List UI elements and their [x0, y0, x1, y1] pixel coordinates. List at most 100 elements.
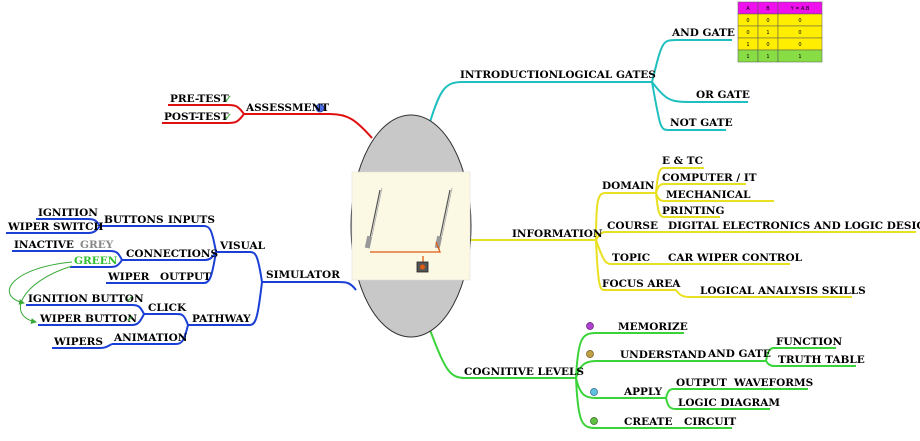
assessment-bullet-icon [315, 103, 325, 113]
etc-connector [655, 167, 704, 194]
focus-value-connector [675, 289, 852, 298]
wiper-label[interactable]: WIPER [107, 271, 150, 283]
truth-table-cell-text: 0 [746, 18, 749, 24]
ignition-connector [36, 218, 101, 227]
visual-label[interactable]: VISUAL [219, 240, 266, 252]
truth-table-cell-text: 0 [798, 42, 801, 48]
not-gate-label[interactable]: NOT GATE [670, 117, 733, 129]
truth-table-header-text: Y = A.B [790, 6, 810, 12]
domain-label[interactable]: DOMAIN [602, 180, 655, 192]
connections-label[interactable]: CONNECTIONS [126, 248, 218, 260]
ignition-button-label[interactable]: IGNITION BUTTON [28, 293, 144, 305]
course-connector [595, 231, 662, 241]
understand-and-gate-label[interactable]: AND GATE [707, 348, 771, 360]
memorize-label[interactable]: MEMORIZE [618, 321, 688, 333]
green-to-wiper-arrow [19, 265, 73, 324]
truth-table-connector [765, 360, 856, 367]
grey-label[interactable]: GREY [80, 239, 114, 251]
introduction-label[interactable]: INTRODUCTION [460, 69, 559, 81]
post-test-label[interactable]: POST-TEST [164, 111, 229, 123]
output-label[interactable]: OUTPUT [676, 377, 727, 389]
green-connector [70, 259, 123, 268]
domain-item-mechanical[interactable]: MECHANICAL [666, 189, 751, 201]
green-label[interactable]: GREEN [74, 255, 118, 267]
logic-diagram-label[interactable]: LOGIC DIAGRAM [678, 397, 780, 409]
output-label[interactable]: OUTPUT [160, 271, 211, 283]
buttons-label[interactable]: BUTTONS [104, 214, 164, 226]
topic-value[interactable]: CAR WIPER CONTROL [668, 252, 803, 264]
waveforms-label[interactable]: WAVEFORMS [733, 377, 813, 389]
understand-bullet-icon [586, 350, 594, 358]
wiper-button-check-icon: ✓ [126, 314, 134, 325]
introduction-branch [429, 39, 748, 131]
truth-table-cell-text: 0 [766, 42, 769, 48]
course-label[interactable]: COURSE [607, 220, 658, 232]
pathway-connector [188, 281, 263, 326]
center-node[interactable] [350, 114, 472, 338]
cognitive-connector [429, 329, 576, 379]
focus-area-value[interactable]: LOGICAL ANALYSIS SKILLS [700, 285, 866, 297]
green-arrows [8, 261, 73, 324]
domain-item-printing[interactable]: PRINTING [662, 205, 724, 217]
wipers-label[interactable]: WIPERS [53, 336, 103, 348]
truth-table-header-text: B [766, 6, 770, 12]
or-gate-label[interactable]: OR GATE [696, 89, 750, 101]
apply-label[interactable]: APPLY [623, 386, 663, 398]
output-connector [158, 251, 217, 284]
post-test-connector [162, 113, 245, 124]
understand-label[interactable]: UNDERSTAND [620, 349, 706, 361]
logical-gates-label[interactable]: LOGICAL GATES [558, 69, 656, 81]
function-connector [765, 347, 836, 362]
function-label[interactable]: FUNCTION [776, 336, 842, 348]
create-label[interactable]: CREATE [624, 416, 672, 428]
domain-item-etc[interactable]: E & TC [662, 155, 703, 167]
simulator-label[interactable]: SIMULATOR [266, 269, 340, 281]
logic-diagram-connector [665, 397, 770, 410]
pre-test-connector [168, 104, 245, 115]
wiper-button-connector [38, 313, 145, 326]
cognitive-levels-label[interactable]: COGNITIVE LEVELS [464, 366, 584, 378]
animation-label[interactable]: ANIMATION [113, 332, 188, 344]
animation-connector [112, 324, 189, 345]
domain-item-computer[interactable]: COMPUTER / IT [662, 172, 757, 184]
information-branch [470, 167, 916, 298]
truth-table-cell-text: 1 [798, 54, 801, 60]
and-gate-label[interactable]: AND GATE [671, 27, 735, 39]
inactive-connector [12, 250, 123, 261]
and-gate-connector [651, 39, 732, 83]
apply-bullet-icon [590, 388, 598, 396]
assessment-connector [244, 113, 373, 139]
domain-connector [595, 192, 656, 241]
simulator-branch [6, 218, 357, 349]
wiper-switch-label[interactable]: WIPER SWITCH [7, 221, 103, 233]
focus-connector [595, 239, 676, 291]
assessment-label[interactable]: ASSESSMENT [245, 102, 329, 114]
topic-connector [595, 239, 662, 265]
inactive-label[interactable]: INACTIVE [14, 239, 74, 251]
inputs-label[interactable]: INPUTS [168, 214, 215, 226]
ignition-label[interactable]: IGNITION [38, 207, 98, 219]
truth-table-label[interactable]: TRUTH TABLE [778, 354, 865, 366]
information-label[interactable]: INFORMATION [512, 228, 603, 240]
truth-table-cell-text: 0 [746, 30, 749, 36]
truth-table-cell-text: 1 [746, 54, 749, 60]
create-connector [575, 377, 676, 429]
course-value[interactable]: DIGITAL ELECTRONICS AND LOGIC DESIGN [668, 220, 920, 232]
topic-label[interactable]: TOPIC [612, 252, 650, 264]
truth-table-cell [777, 49, 823, 63]
wiper-simulation-icon [351, 171, 471, 281]
apply-connector [575, 377, 666, 399]
pathway-label[interactable]: PATHWAY [192, 313, 251, 325]
pre-test-check-icon: ✓ [224, 94, 232, 105]
wiper-button-label[interactable]: WIPER BUTTON [39, 313, 137, 325]
focus-area-label[interactable]: FOCUS AREA [602, 278, 681, 290]
circuit-label[interactable]: CIRCUIT [684, 416, 736, 428]
click-label[interactable]: CLICK [148, 302, 187, 314]
output-connector [665, 388, 722, 399]
truth-table-cell-text: 1 [766, 54, 769, 60]
pre-test-label[interactable]: PRE-TEST [170, 93, 229, 105]
memorize-bullet-icon [586, 322, 594, 330]
memorize-connector [575, 332, 684, 379]
